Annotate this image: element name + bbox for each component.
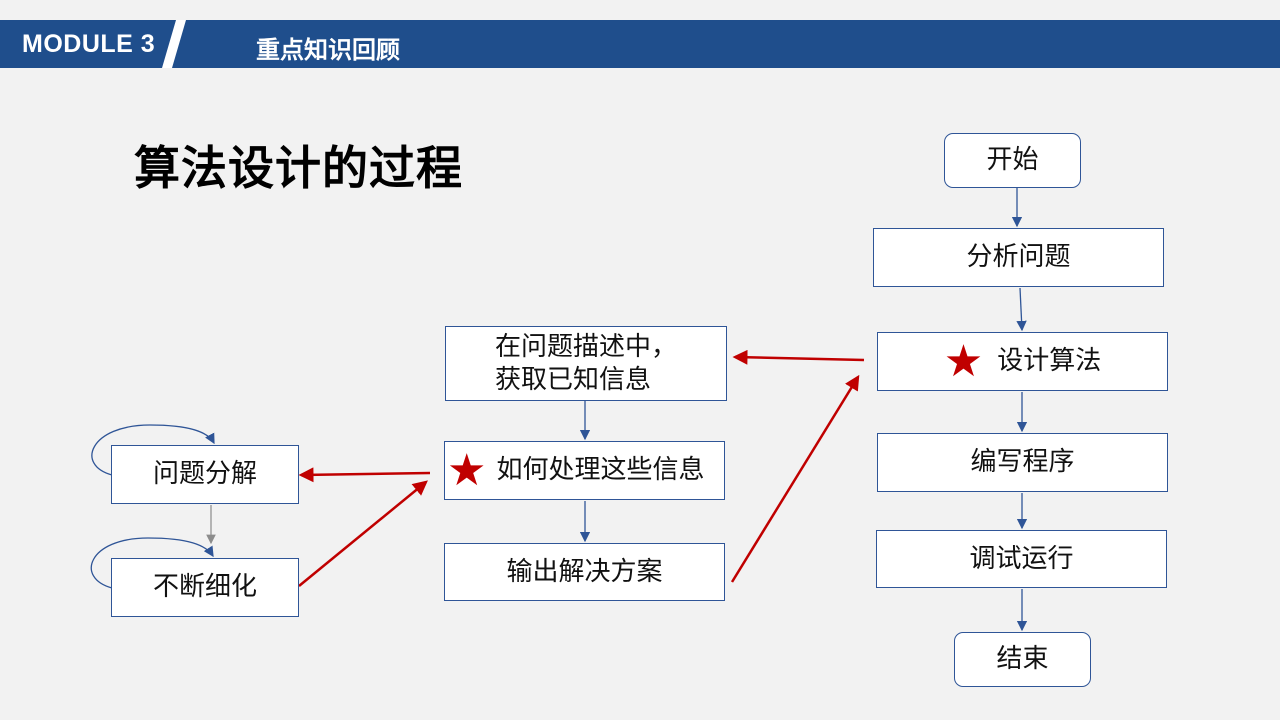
star-icon: ★ (943, 335, 984, 387)
red-arrow-design-to-info (732, 349, 865, 365)
problem-decompose-box: 问题分解 (111, 445, 299, 504)
output-solution-box: 输出解决方案 (444, 543, 725, 601)
red-arrow-process-to-decompose (298, 467, 431, 483)
red-arrow-output-to-design (730, 374, 860, 583)
problem-decompose-label: 问题分解 (152, 459, 257, 490)
analyze-problem-box: 分析问题 (873, 228, 1164, 287)
get-info-line-1: 在问题描述中， (494, 332, 677, 362)
design-algorithm-label: 设计算法 (997, 346, 1102, 377)
debug-run-label: 调试运行 (969, 543, 1074, 574)
analyze-problem-label: 分析问题 (966, 242, 1071, 273)
write-program-box: 编写程序 (877, 433, 1168, 492)
refine-box: 不断细化 (111, 558, 299, 617)
start-label: 开始 (986, 145, 1039, 176)
header-title: 重点知识回顾 (256, 36, 400, 64)
output-solution-label: 输出解决方案 (506, 556, 663, 587)
refine-label: 不断细化 (152, 572, 257, 603)
red-arrow-refine-to-process (298, 480, 428, 587)
design-algorithm-box: ★ 设计算法 (877, 332, 1168, 391)
write-program-label: 编写程序 (970, 447, 1075, 478)
process-info-label: 如何处理这些信息 (496, 455, 705, 486)
get-info-box: 在问题描述中， 获取已知信息 (445, 326, 727, 401)
debug-run-box: 调试运行 (876, 530, 1167, 588)
get-info-line-2: 获取已知信息 (494, 364, 651, 395)
module-label: MODULE 3 (22, 30, 156, 58)
start-node: 开始 (944, 133, 1081, 188)
process-info-box: ★ 如何处理这些信息 (444, 441, 725, 500)
page-title: 算法设计的过程 (134, 141, 463, 195)
arrow-analyze-to-design (1016, 287, 1027, 332)
loop-arrow-refine (90, 537, 214, 589)
end-label: 结束 (996, 644, 1049, 675)
end-node: 结束 (954, 632, 1091, 687)
header-divider (162, 20, 186, 68)
loop-arrow-decompose (91, 424, 215, 476)
star-icon: ★ (447, 444, 487, 496)
header-bar (0, 20, 1280, 68)
get-info-text: 在问题描述中， 获取已知信息 (495, 331, 677, 396)
